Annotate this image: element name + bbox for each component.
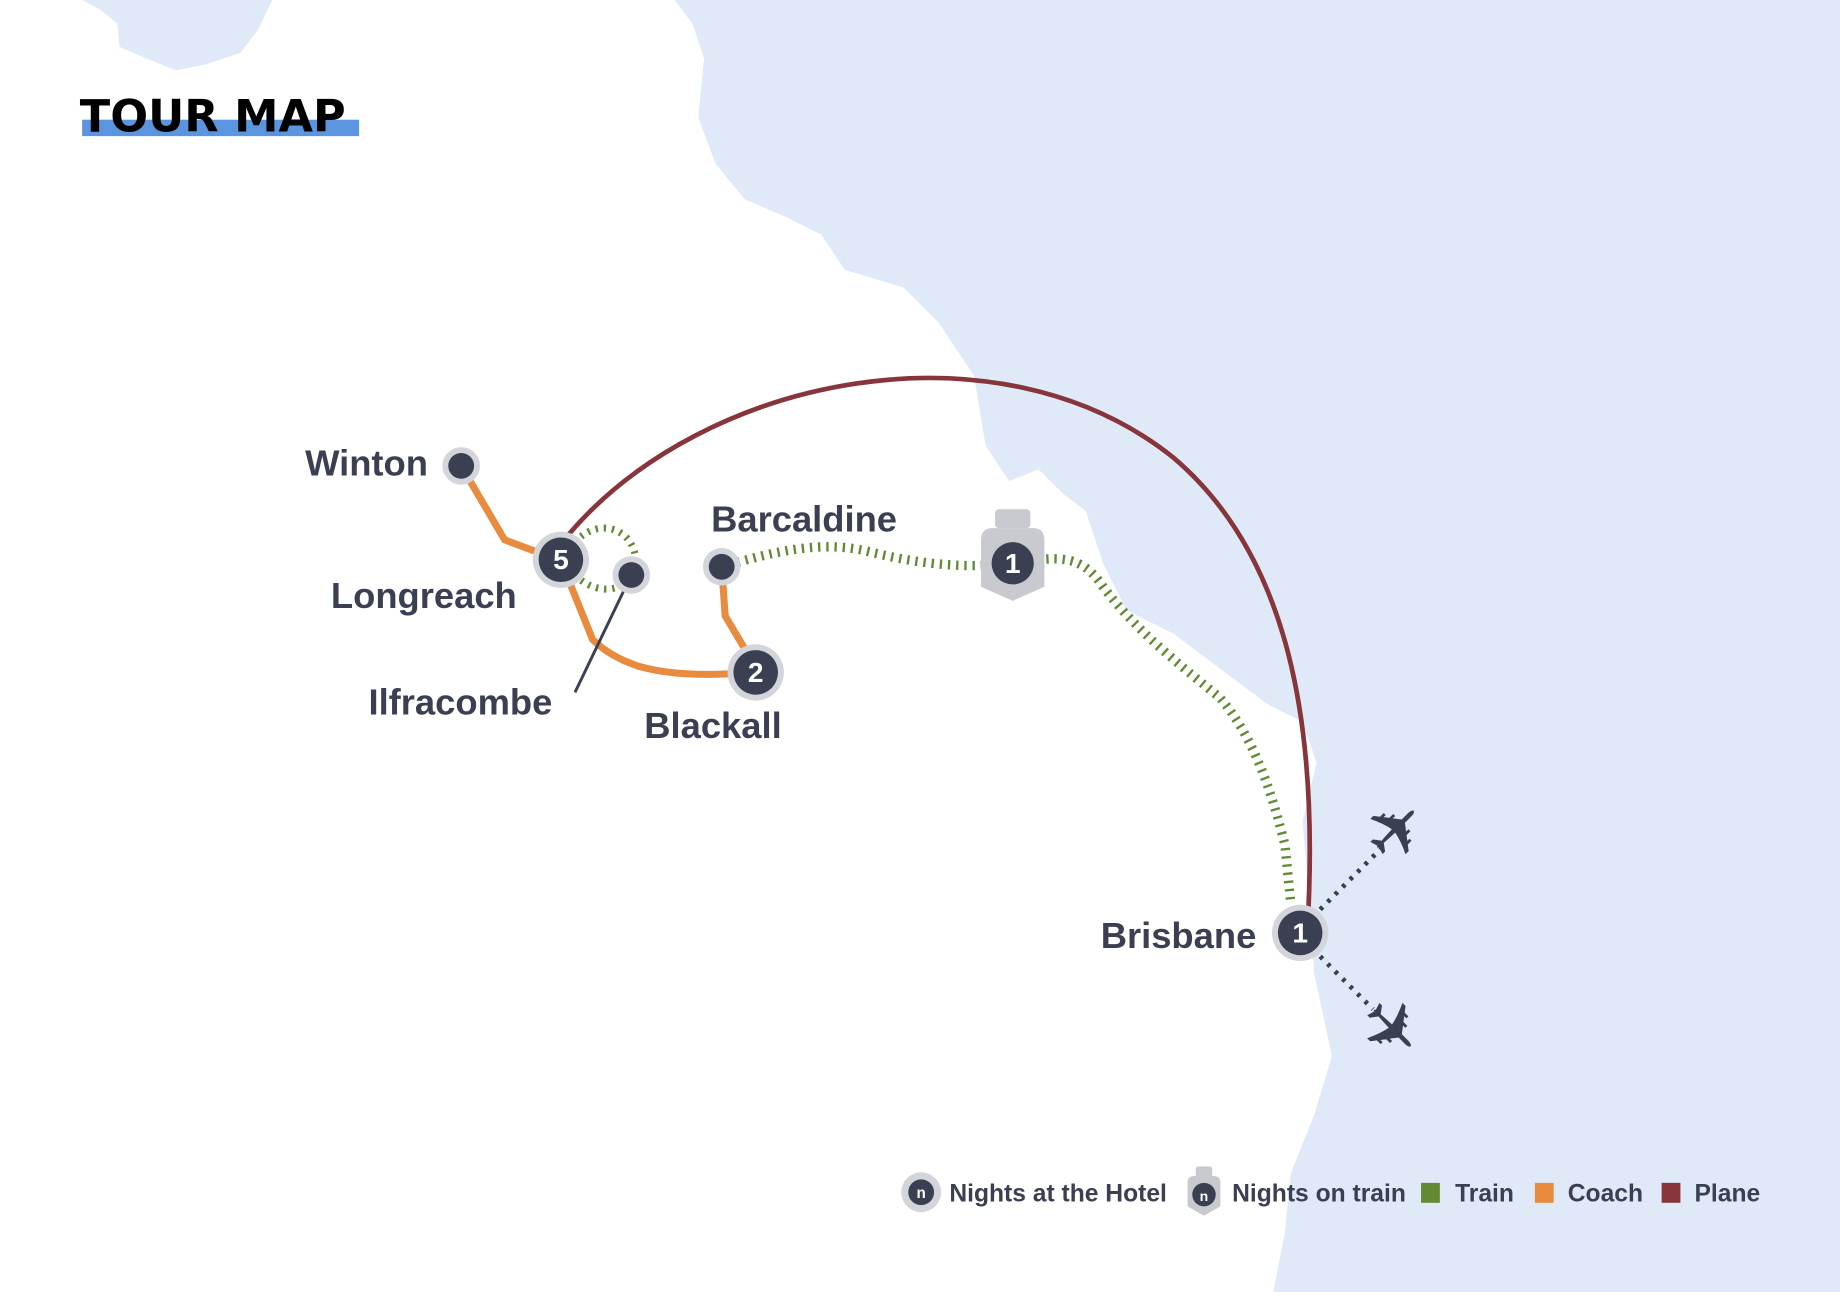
train-route [720, 542, 1296, 905]
svg-text:n: n [1200, 1188, 1209, 1204]
plane-route [567, 375, 1313, 910]
sea-east [674, 0, 1840, 1292]
nights-count: 2 [748, 657, 764, 688]
label-ilfracombe: Ilfracombe [368, 682, 552, 723]
nights-count: 1 [1292, 917, 1308, 948]
title-underline [82, 119, 360, 137]
coach-route-winton-blackall [457, 462, 755, 678]
svg-text:n: n [917, 1185, 926, 1202]
legend: n Nights at the Hotel n Nights on train … [901, 1166, 1760, 1216]
legend-plane-label: Plane [1694, 1181, 1760, 1208]
legend-plane-swatch [1661, 1182, 1681, 1203]
legend-coach-swatch [1534, 1182, 1554, 1203]
legend-coach-label: Coach [1568, 1181, 1643, 1208]
ilfracombe-leader [573, 574, 633, 693]
nights-count: 5 [553, 544, 569, 575]
legend-train-label: Train [1455, 1181, 1514, 1208]
label-blackall: Blackall [644, 705, 781, 746]
marker-longreach[interactable]: 5 [532, 531, 590, 588]
nights-count: 1 [1005, 548, 1021, 579]
marker-blackall[interactable]: 2 [727, 644, 784, 701]
flight-out-2 [1318, 954, 1375, 1011]
legend-hotel-icon: n [901, 1172, 942, 1213]
marker-winton[interactable] [442, 447, 480, 485]
label-brisbane: Brisbane [1101, 915, 1257, 956]
legend-train-nights-icon: n [1187, 1166, 1221, 1216]
label-longreach: Longreach [331, 575, 517, 616]
page-title: TOUR MAP [80, 90, 346, 142]
legend-train-swatch [1421, 1182, 1440, 1203]
flight-out-1 [1318, 843, 1387, 912]
train-route-longreach-loop [572, 524, 640, 593]
marker-brisbane[interactable]: 1 [1272, 904, 1329, 962]
label-barcaldine: Barcaldine [711, 499, 897, 540]
marker-barcaldine[interactable] [702, 548, 741, 586]
marker-ilfracombe[interactable] [612, 556, 651, 594]
legend-train-nights-label: Nights on train [1232, 1181, 1406, 1208]
legend-hotel-label: Nights at the Hotel [949, 1181, 1167, 1208]
sea-northwest [82, 0, 273, 71]
label-winton: Winton [305, 442, 428, 483]
marker-train-stop[interactable]: 1 [981, 509, 1045, 601]
